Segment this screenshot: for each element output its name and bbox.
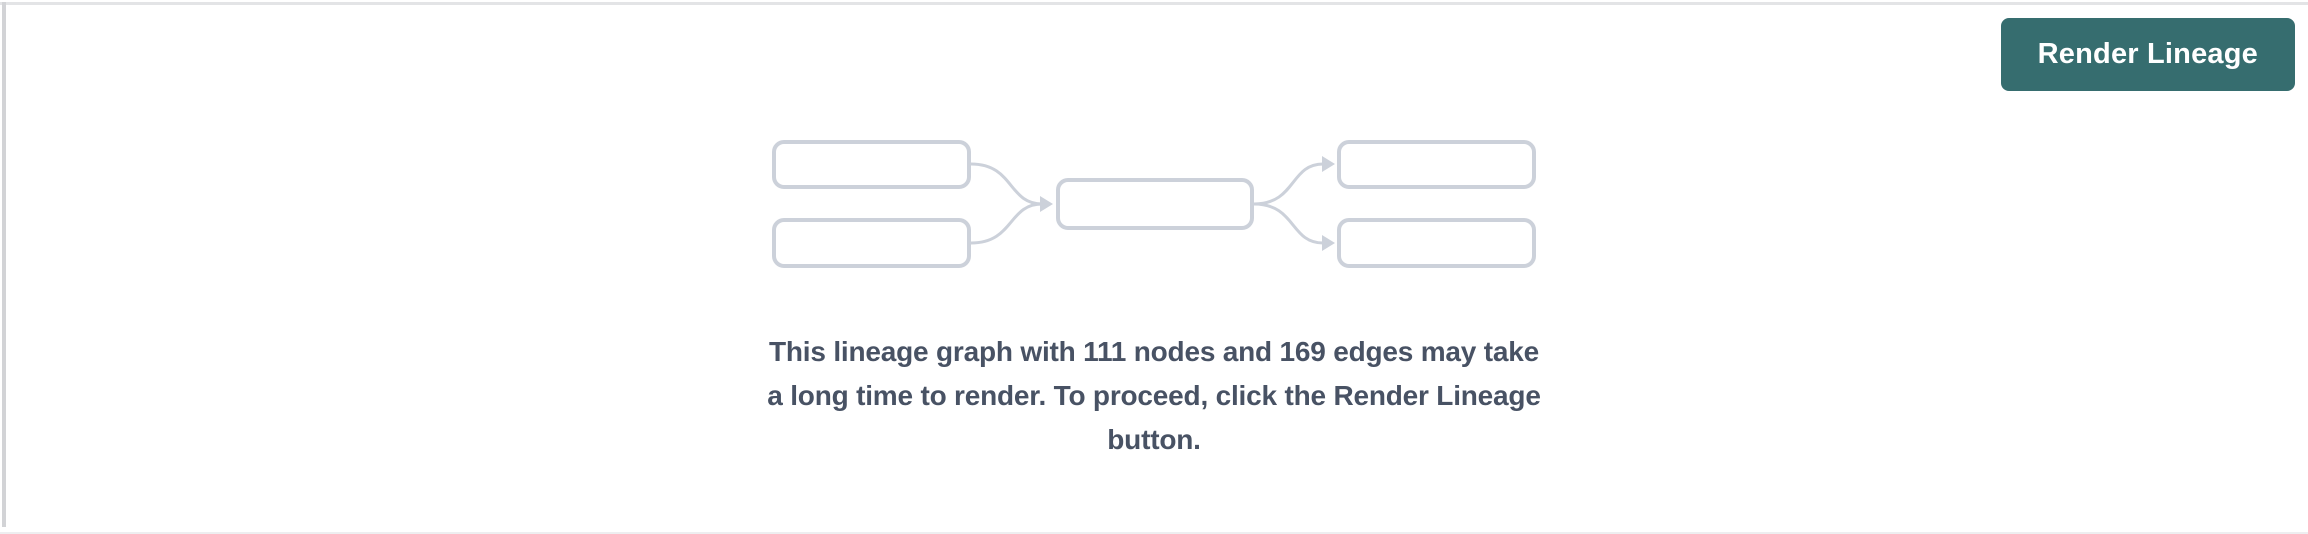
top-divider: [0, 2, 2308, 5]
render-lineage-button[interactable]: Render Lineage: [2000, 18, 2295, 91]
arrowhead-icon: [1322, 235, 1335, 251]
placeholder-node-box: [772, 218, 971, 268]
left-divider: [2, 2, 6, 527]
placeholder-node-box: [1337, 140, 1536, 189]
lineage-graph-placeholder-icon: [772, 140, 1536, 268]
arrowhead-icon: [1040, 196, 1053, 212]
placeholder-node-box: [1337, 218, 1536, 268]
lineage-warning-message: This lineage graph with 111 nodes and 16…: [767, 336, 1541, 455]
bottom-divider: [0, 532, 2308, 534]
placeholder-edge: [1252, 162, 1325, 206]
placeholder-node-box: [1056, 178, 1254, 230]
placeholder-node-box: [772, 140, 971, 189]
placeholder-edge: [1252, 202, 1325, 245]
placeholder-edge: [969, 162, 1044, 206]
placeholder-edge: [969, 202, 1044, 245]
arrowhead-icon: [1322, 156, 1335, 172]
lineage-empty-state: This lineage graph with 111 nodes and 16…: [0, 140, 2308, 462]
